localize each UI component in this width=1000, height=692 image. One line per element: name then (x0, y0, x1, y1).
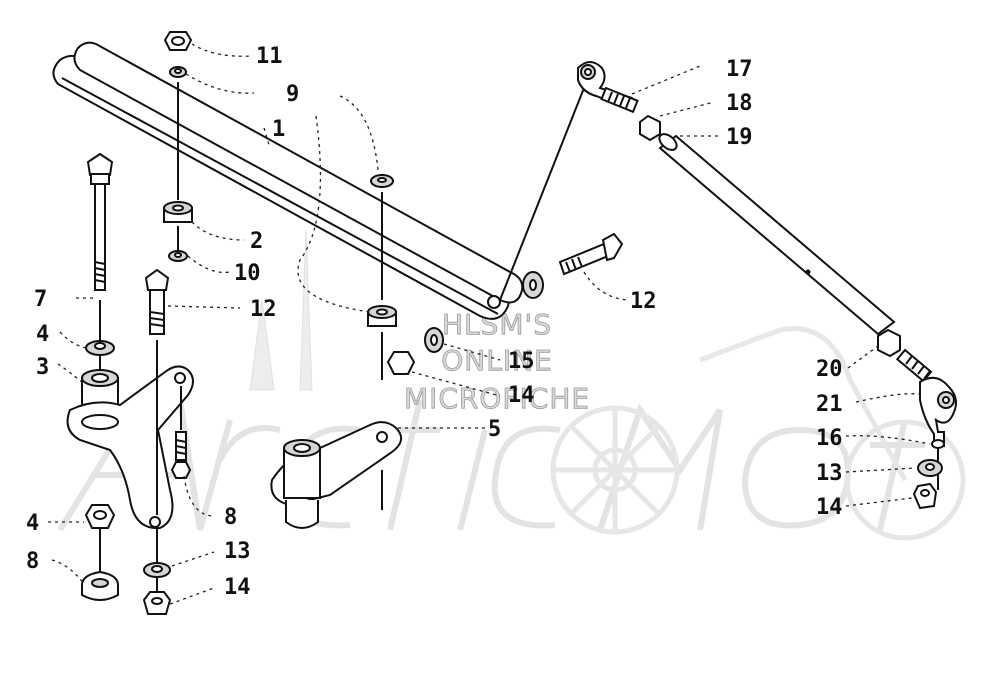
callout-13-left: 13 (224, 539, 251, 564)
leader-lines (48, 43, 931, 605)
callout-7: 8 (26, 549, 39, 574)
part-2-spacer-right (367, 305, 397, 327)
callout-10: 10 (234, 261, 261, 286)
callout-1: 1 (272, 117, 285, 142)
callout-11: 11 (256, 44, 283, 69)
watermark-line-3: MICROFICHE (404, 382, 590, 415)
callout-9: 9 (286, 82, 299, 107)
part-20-jam-nut-bottom (877, 328, 901, 358)
part-15-washer (424, 327, 444, 353)
callout-5: 5 (488, 417, 501, 442)
part-1-long-arm (52, 41, 524, 320)
part-18-jam-nut-top (639, 114, 661, 142)
callout-2: 2 (250, 229, 263, 254)
callout-4-upper: 4 (36, 322, 49, 347)
part-14-nut-center (386, 351, 416, 375)
callout-13-right: 13 (816, 461, 843, 486)
watermark-logo (57, 229, 966, 541)
part-21-rod-end-bottom (895, 348, 957, 447)
callout-19: 19 (726, 125, 753, 150)
callout-14-left: 14 (224, 575, 251, 600)
callout-20: 20 (816, 357, 843, 382)
part-14-nut-left (142, 591, 172, 615)
part-19-tie-rod-tube (658, 133, 896, 336)
part-12-bolt-right (522, 232, 624, 299)
callout-18: 18 (726, 91, 753, 116)
callout-3: 3 (36, 355, 49, 380)
callout-12-right: 12 (630, 289, 657, 314)
bracket (66, 365, 194, 530)
part-17-rod-end-top (577, 61, 639, 114)
part-4-nut-lower (84, 504, 116, 529)
callouts: 11 9 1 2 10 12 7 4 3 4 8 9 8 13 14 5 15 … (26, 44, 843, 600)
callout-8-label: 8 (224, 505, 237, 530)
part-2-spacer-top (163, 201, 193, 223)
callout-14-center: 14 (508, 383, 535, 408)
callout-6: 7 (34, 287, 47, 312)
part-14-nut-right (912, 482, 938, 510)
callout-4-lower: 4 (26, 511, 39, 536)
callout-15: 15 (508, 349, 535, 374)
part-7-cap-nut (81, 570, 119, 601)
watermark-text: HLSM'S ONLINE MICROFICHE (404, 308, 590, 416)
callout-21: 21 (816, 392, 843, 417)
callout-12-left: 12 (250, 297, 277, 322)
callout-14-right: 14 (816, 495, 843, 520)
callout-17: 17 (726, 57, 753, 82)
callout-16: 16 (816, 426, 843, 451)
part-8-bolt (170, 386, 192, 479)
part-16-washer (931, 439, 945, 449)
part-12-bolt-left (144, 268, 170, 335)
part-5-pivot-arm (270, 421, 403, 529)
watermark-line-2: ONLINE (441, 344, 552, 377)
part-6-bolt (86, 152, 114, 291)
